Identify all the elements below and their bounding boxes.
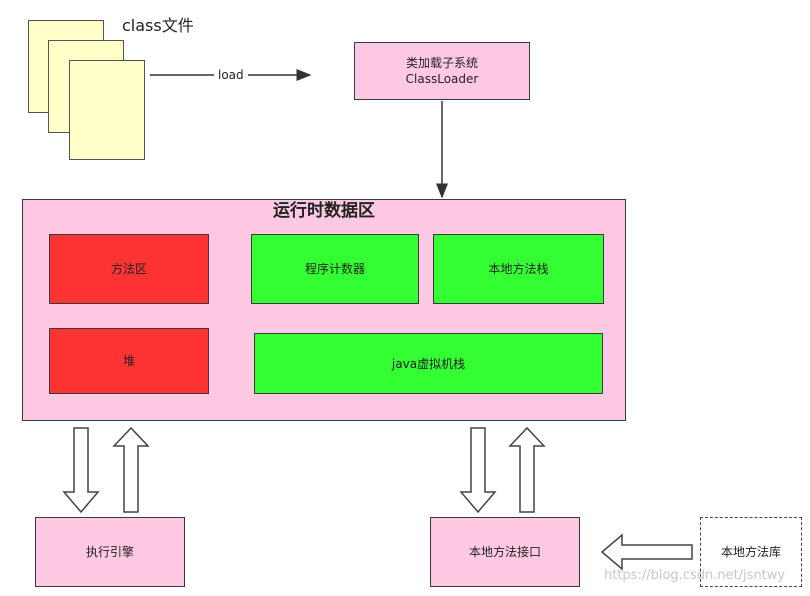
native-library-label: 本地方法库 — [720, 545, 781, 559]
watermark: https://blog.csdn.net/jsntwy — [604, 568, 786, 583]
program-counter-label: 程序计数器 — [304, 262, 365, 276]
runtime-to-engine-arrow — [62, 427, 100, 514]
method-area-box: 方法区 — [49, 234, 209, 304]
java-vm-stack-label: java虚拟机栈 — [391, 356, 466, 371]
classloader-line1: 类加载子系统 — [405, 56, 478, 70]
class-files-label: class文件 — [122, 16, 194, 35]
program-counter-box: 程序计数器 — [251, 234, 419, 304]
heap-box: 堆 — [49, 328, 209, 394]
load-arrow-label: load — [218, 68, 244, 82]
java-vm-stack-box: java虚拟机栈 — [254, 333, 603, 394]
native-interface-to-runtime-arrow — [508, 426, 546, 513]
class-file-sheet-front — [69, 60, 145, 160]
native-method-stack-box: 本地方法栈 — [433, 234, 604, 304]
method-area-label: 方法区 — [110, 262, 147, 276]
native-method-stack-label: 本地方法栈 — [488, 262, 549, 276]
engine-to-runtime-arrow — [112, 426, 150, 513]
classloader-box: 类加载子系统 ClassLoader — [354, 42, 530, 100]
classloader-line2: ClassLoader — [405, 72, 479, 86]
runtime-data-area-title: 运行时数据区 — [273, 201, 375, 221]
native-interface-label: 本地方法接口 — [468, 545, 541, 559]
heap-label: 堆 — [122, 354, 135, 368]
native-interface-box: 本地方法接口 — [430, 517, 580, 587]
native-library-box: 本地方法库 — [700, 517, 802, 587]
execution-engine-label: 执行引擎 — [85, 545, 134, 559]
runtime-to-native-interface-arrow — [459, 427, 497, 514]
library-to-interface-arrow — [600, 533, 693, 571]
execution-engine-box: 执行引擎 — [35, 517, 185, 587]
